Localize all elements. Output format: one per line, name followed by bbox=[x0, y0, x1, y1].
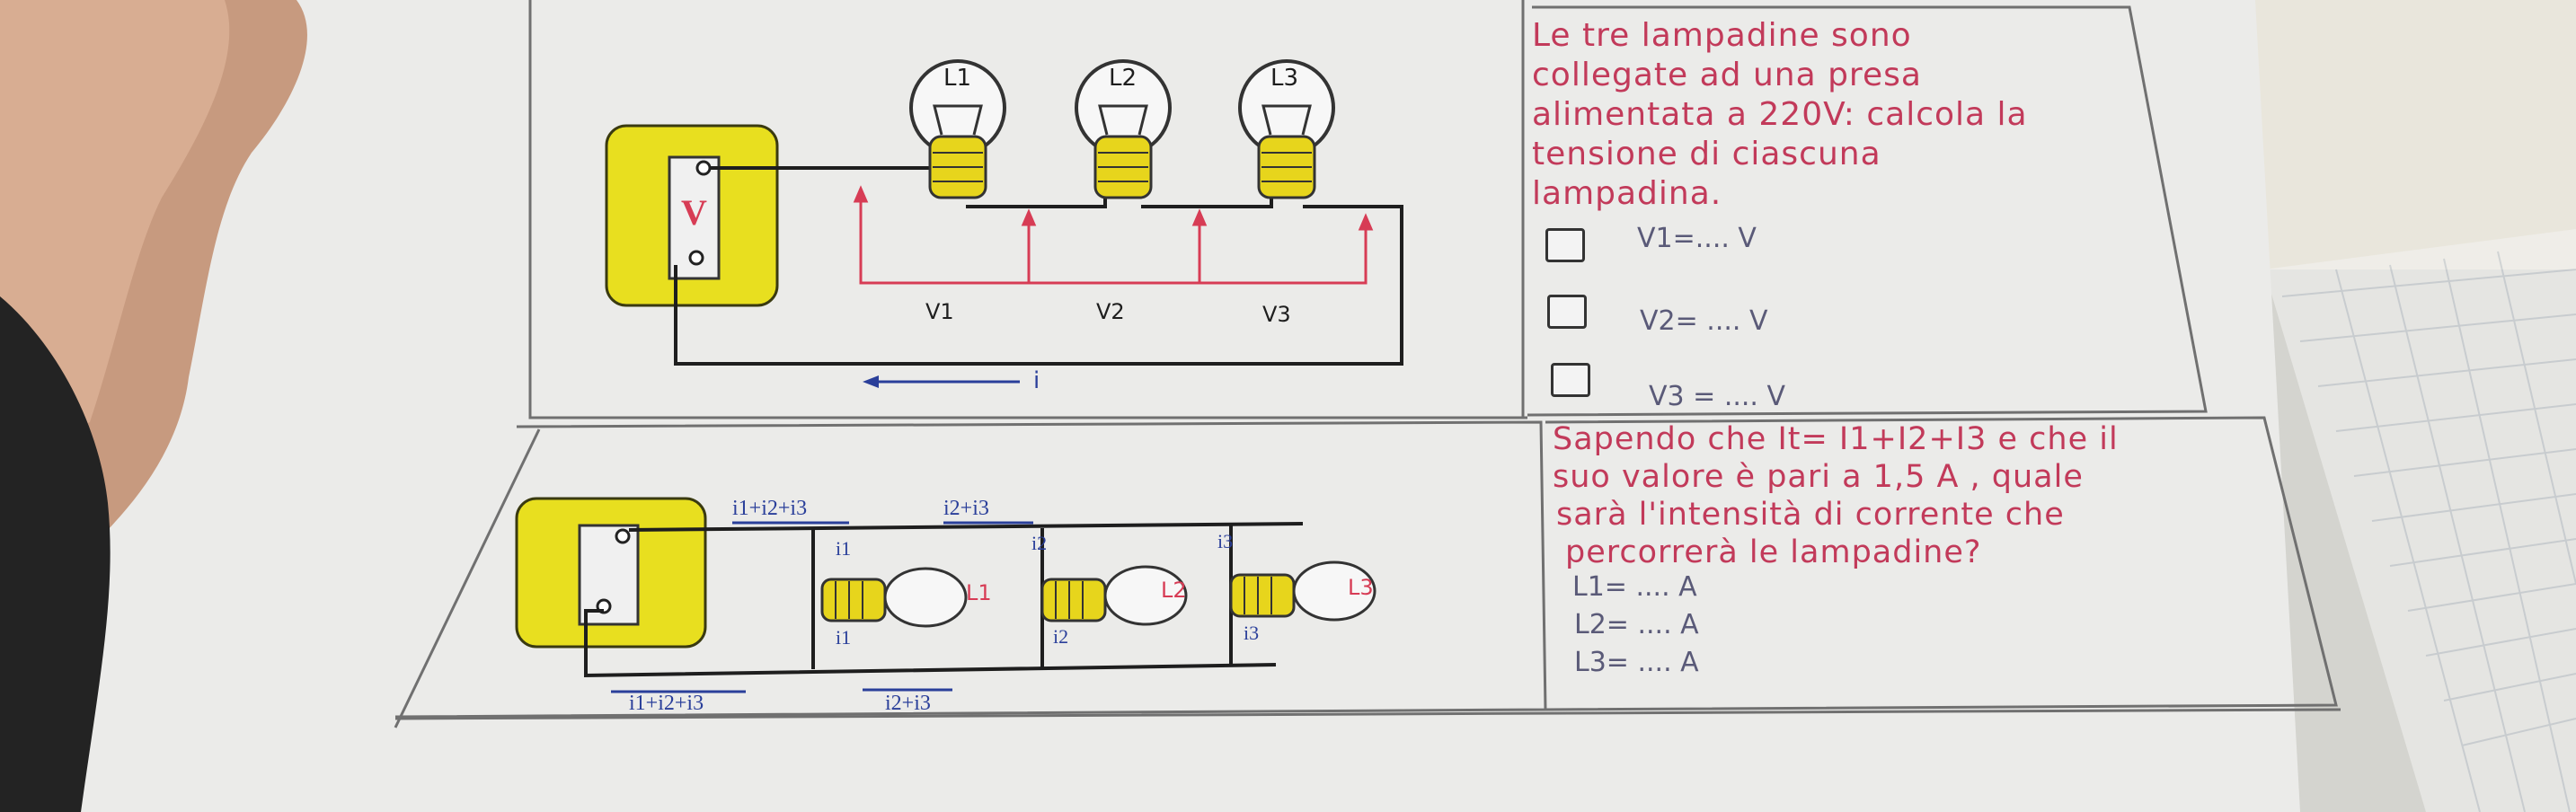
branch-bottom-label-i3: i3 bbox=[1244, 622, 1259, 644]
voltage-label-v1: V1 bbox=[925, 299, 954, 324]
bulb-l3 bbox=[1238, 59, 1335, 199]
q1-line-1: Le tre lampadine sono bbox=[1532, 17, 1912, 54]
checkbox-v3[interactable] bbox=[1551, 363, 1590, 397]
socket-terminal-bottom bbox=[688, 250, 704, 266]
q1-line-2: collegate ad una presa bbox=[1532, 57, 1922, 93]
source-label: V bbox=[681, 192, 707, 233]
answer-v1: V1=.... V bbox=[1637, 223, 1757, 254]
branch-bottom-label-i2: i2 bbox=[1053, 625, 1068, 648]
answer-l3: L3= .... A bbox=[1574, 647, 1699, 678]
bottom-current-total: i1+i2+i3 bbox=[629, 692, 704, 715]
q2-line-3: sarà l'intensità di corrente che bbox=[1556, 497, 2065, 533]
q1-line-4: tensione di ciascuna bbox=[1532, 136, 1881, 172]
branch-label-i2: i2 bbox=[1031, 532, 1047, 554]
top-circuit: V L1 L bbox=[605, 59, 1403, 394]
bulb2-label-l1: L1 bbox=[966, 580, 992, 605]
bulb-label-l1: L1 bbox=[943, 65, 971, 92]
q1-line-3: alimentata a 220V: calcola la bbox=[1532, 96, 2028, 133]
q2-line-4: percorrerà le lampadine? bbox=[1565, 534, 1982, 570]
bulb-l2 bbox=[1075, 59, 1172, 199]
desk-area bbox=[2228, 0, 2576, 269]
top-current-partial: i2+i3 bbox=[943, 497, 989, 520]
socket-terminal-top bbox=[695, 160, 712, 176]
worksheet-frame bbox=[394, 0, 2341, 728]
branch-label-i3: i3 bbox=[1217, 530, 1233, 552]
voltage-label-v2: V2 bbox=[1096, 299, 1125, 324]
checkbox-v2[interactable] bbox=[1547, 295, 1587, 329]
voltage-markers bbox=[853, 185, 1374, 285]
socket-2-terminal-top bbox=[615, 528, 631, 544]
branch-bottom-label-i1: i1 bbox=[836, 626, 851, 649]
answer-l1: L1= .... A bbox=[1572, 571, 1697, 603]
voltage-label-v3: V3 bbox=[1262, 302, 1291, 327]
bulb2-l3 bbox=[1229, 560, 1377, 622]
bottom-current-partial: i2+i3 bbox=[885, 692, 931, 715]
current-arrow-head bbox=[863, 375, 879, 388]
bottom-circuit: L1 L2 L3 i1+i2+i3 i2+i3 i1 i2 i3 i1 i2 i… bbox=[515, 497, 1377, 715]
q1-line-5: lampadina. bbox=[1532, 175, 1722, 212]
bulb2-label-l2: L2 bbox=[1161, 578, 1187, 603]
wire-return bbox=[674, 205, 1403, 366]
hand bbox=[0, 0, 307, 812]
answer-v3: V3 = .... V bbox=[1649, 381, 1786, 412]
q2-line-2: suo valore è pari a 1,5 A , quale bbox=[1553, 459, 2084, 495]
branch-label-i1: i1 bbox=[836, 537, 851, 560]
grid-paper bbox=[2264, 229, 2576, 812]
answer-v2: V2= .... V bbox=[1640, 305, 1768, 337]
top-current-total: i1+i2+i3 bbox=[732, 497, 807, 520]
bulb2-l1 bbox=[820, 567, 968, 628]
q2-line-1: Sapendo che It= I1+I2+I3 e che il bbox=[1553, 421, 2119, 457]
bulb-l1 bbox=[909, 59, 1006, 199]
current-label: i bbox=[1033, 367, 1040, 394]
bulb2-label-l3: L3 bbox=[1348, 575, 1374, 600]
bulb2-l2 bbox=[1040, 565, 1188, 626]
answer-l2: L2= .... A bbox=[1574, 609, 1699, 640]
checkbox-v1[interactable] bbox=[1545, 228, 1585, 262]
bulb-label-l2: L2 bbox=[1109, 65, 1137, 92]
bulb-label-l3: L3 bbox=[1270, 65, 1298, 92]
